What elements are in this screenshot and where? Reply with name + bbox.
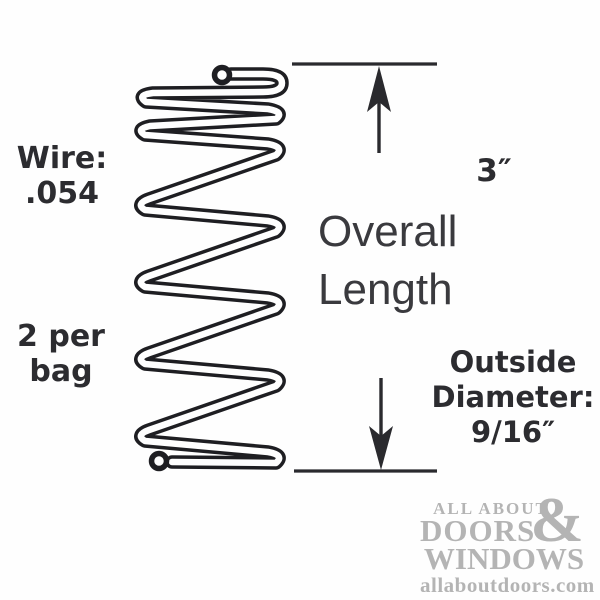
quantity-per-bag-label: 2 per bag (14, 319, 108, 389)
wire-end-bottom-circle (148, 450, 170, 472)
overall-length-value: 3″ (476, 153, 512, 189)
outside-diameter-label: Outside Diameter: 9/16″ (424, 345, 600, 450)
down-arrow (369, 378, 393, 470)
wire-label-text: Wire: (16, 141, 108, 176)
spring-wire-core (137, 70, 286, 467)
logo-doors: DOORS (420, 513, 536, 548)
logo-all-about: ALL ABOUT (433, 499, 549, 518)
dimension-lines (292, 62, 437, 473)
logo-ampersand: & (530, 484, 584, 555)
overall-length-line2: Length (318, 265, 453, 314)
up-arrow (367, 66, 391, 153)
wire-gauge-label: Wire: .054 (16, 141, 108, 211)
wire-end-top-circle (211, 64, 233, 86)
overall-length-line1: Overall (318, 207, 458, 256)
logo-url: allaboutdoors.com (420, 573, 595, 597)
overall-length-label: Overall Length (318, 203, 488, 319)
bag-line2: bag (29, 354, 93, 389)
wire-value-text: .054 (24, 176, 100, 211)
od-line2: Diameter: (431, 380, 595, 414)
down-arrowhead (369, 426, 393, 470)
up-arrowhead (367, 66, 391, 112)
logo-windows: WINDOWS (423, 541, 585, 576)
od-line3: 9/16″ (470, 415, 556, 449)
bag-line1: 2 per (17, 319, 105, 354)
spring-illustration (134, 64, 289, 472)
od-line1: Outside (449, 345, 577, 379)
